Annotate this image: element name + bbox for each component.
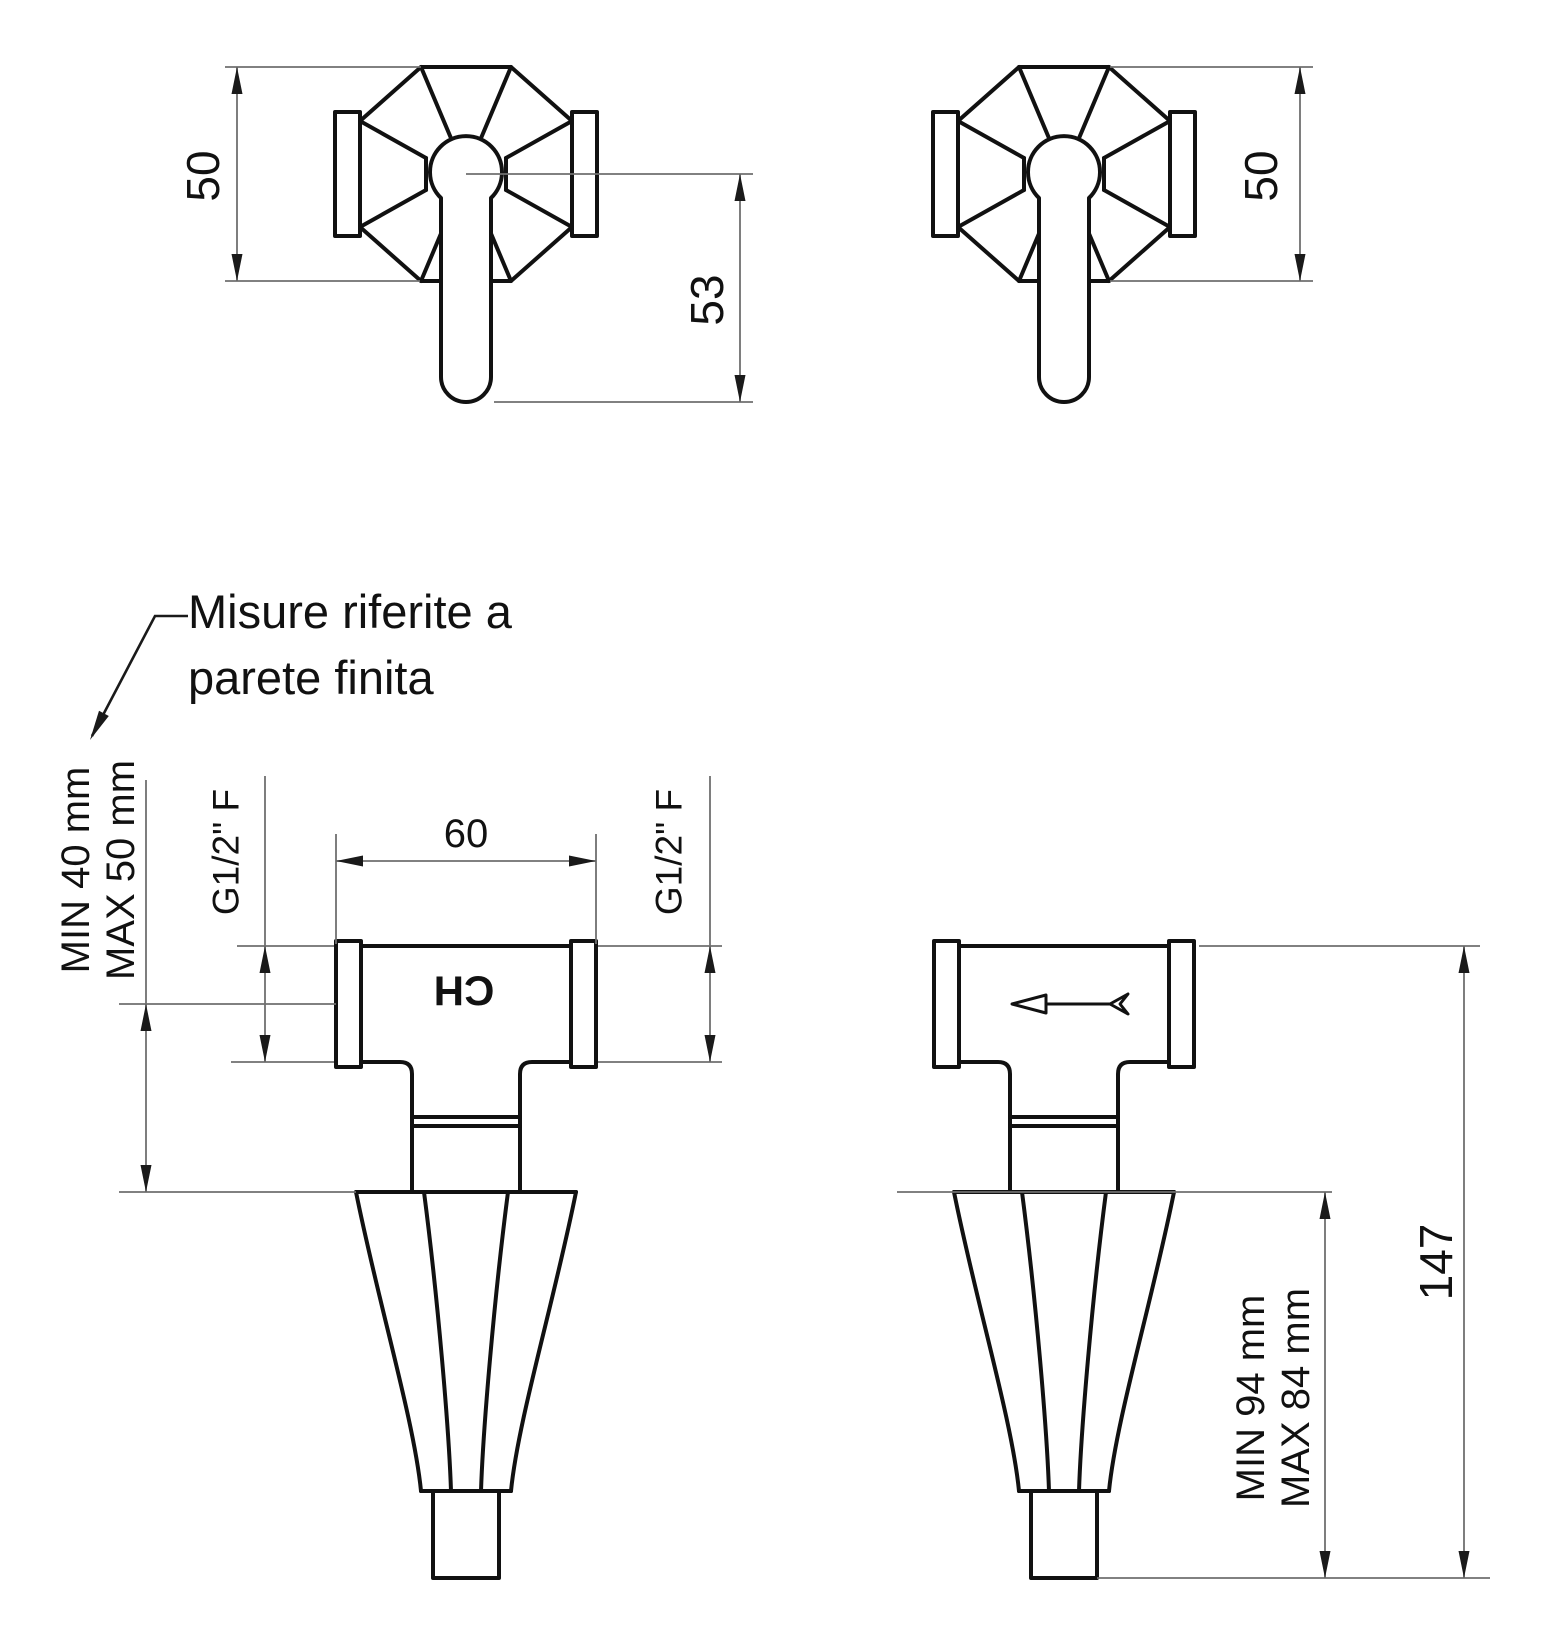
note-line1: Misure riferite a <box>188 585 513 638</box>
wall-note: Misure riferite a parete finita <box>90 585 513 740</box>
dim-height-right: 50 <box>1110 66 1313 282</box>
dim-total-depth-value: 147 <box>1410 1224 1462 1301</box>
dim-body-width: 60 <box>335 812 597 944</box>
dim-lever-length: 53 <box>466 173 753 403</box>
projection-max-label: MAX 84 mm <box>1274 1288 1318 1508</box>
leader-line <box>90 614 188 737</box>
body-marking-ch: CH <box>434 968 495 1015</box>
dim-total-depth: 147 <box>1199 945 1480 1578</box>
wall-distance-max-label: MAX 50 mm <box>99 760 143 980</box>
wall-distance-min-label: MIN 40 mm <box>54 767 98 974</box>
dim-thread-right: G1/2" F <box>598 776 722 1063</box>
note-line2: parete finita <box>188 651 434 704</box>
projection-min-label: MIN 94 mm <box>1229 1295 1273 1502</box>
dim-height-left-value: 50 <box>177 150 229 201</box>
dim-projection: MIN 94 mm MAX 84 mm <box>1229 1192 1331 1578</box>
dim-height-right-value: 50 <box>1235 150 1287 201</box>
thread-right-label: G1/2" F <box>649 789 690 915</box>
dim-wall-distance: MIN 40 mm MAX 50 mm <box>54 760 356 1193</box>
dim-body-width-value: 60 <box>444 812 489 856</box>
dim-thread-left: G1/2" F <box>206 776 334 1063</box>
thread-left-label: G1/2" F <box>206 789 247 915</box>
leader-arrow-icon <box>90 710 109 740</box>
dim-height-left: 50 <box>177 66 421 282</box>
dim-lever-length-value: 53 <box>681 274 733 325</box>
flow-arrow-icon <box>1010 992 1130 1016</box>
